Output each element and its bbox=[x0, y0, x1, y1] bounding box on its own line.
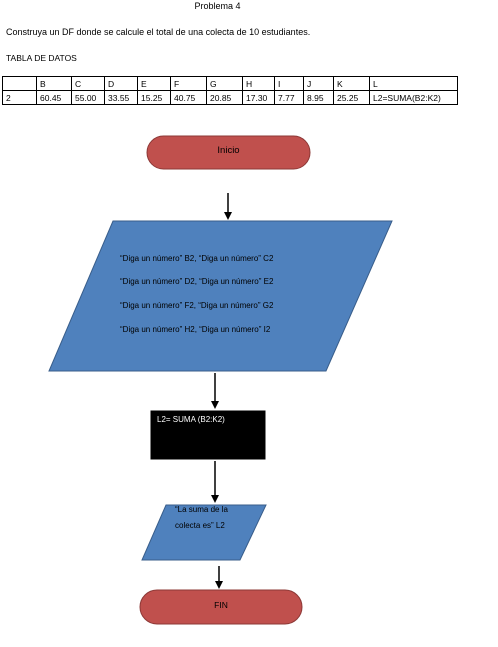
start-label: Inicio bbox=[217, 145, 240, 156]
document-title: Problema 4 bbox=[194, 1, 241, 11]
end-terminal bbox=[139, 589, 303, 625]
input-line: “Diga un número” F2, “Diga un número” G2 bbox=[120, 301, 274, 310]
input-line: “Diga un número” H2, “Diga un número” I2 bbox=[120, 325, 271, 334]
start-terminal bbox=[146, 135, 311, 170]
output-line: “La suma de la bbox=[175, 505, 228, 514]
input-parallelogram bbox=[48, 220, 393, 372]
input-line: “Diga un número” B2, “Diga un número” C2 bbox=[120, 254, 274, 263]
table-data-row: 2 60.45 55.00 33.55 15.25 40.75 20.85 17… bbox=[2, 90, 458, 105]
table-caption: TABLA DE DATOS bbox=[6, 53, 77, 63]
table-cell: 33.55 bbox=[104, 90, 138, 105]
table-cell: 40.75 bbox=[170, 90, 207, 105]
end-label: FIN bbox=[214, 600, 228, 610]
output-parallelogram bbox=[141, 504, 267, 561]
problem-statement: Construya un DF donde se calcule el tota… bbox=[6, 27, 311, 37]
process-box bbox=[150, 410, 266, 460]
process-label: L2= SUMA (B2:K2) bbox=[157, 415, 225, 424]
table-header-row: B C D E F G H I J K L bbox=[2, 76, 458, 91]
table-cell: L2=SUMA(B2:K2) bbox=[369, 90, 458, 105]
data-table: B C D E F G H I J K L 2 60.45 55.00 33.5… bbox=[2, 76, 458, 105]
output-line: colecta es” L2 bbox=[175, 521, 225, 530]
input-line: “Diga un número” D2, “Diga un número” E2 bbox=[120, 277, 274, 286]
